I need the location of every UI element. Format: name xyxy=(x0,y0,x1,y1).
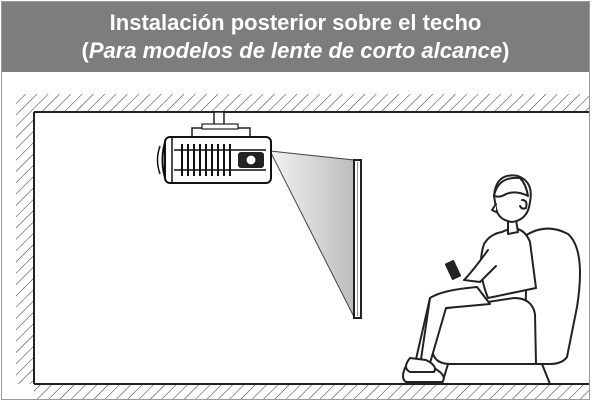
title-banner: Instalación posterior sobre el techo (Pa… xyxy=(2,2,589,72)
room-illustration xyxy=(16,94,589,399)
floor xyxy=(34,383,589,399)
projector-icon xyxy=(156,111,272,184)
armchair-icon xyxy=(429,227,581,385)
projection-screen-icon xyxy=(353,159,362,319)
left-wall xyxy=(16,94,35,384)
subtitle-close-paren: ) xyxy=(502,38,510,63)
seated-person-icon xyxy=(402,174,537,383)
subtitle-open-paren: ( xyxy=(81,38,89,63)
diagram-title: Instalación posterior sobre el techo xyxy=(109,10,482,35)
diagram-subtitle: (Para modelos de lente de corto alcance) xyxy=(2,38,589,64)
projection-beam xyxy=(269,150,355,318)
subtitle-text: Para modelos de lente de corto alcance xyxy=(88,38,503,63)
ceiling xyxy=(34,94,589,113)
